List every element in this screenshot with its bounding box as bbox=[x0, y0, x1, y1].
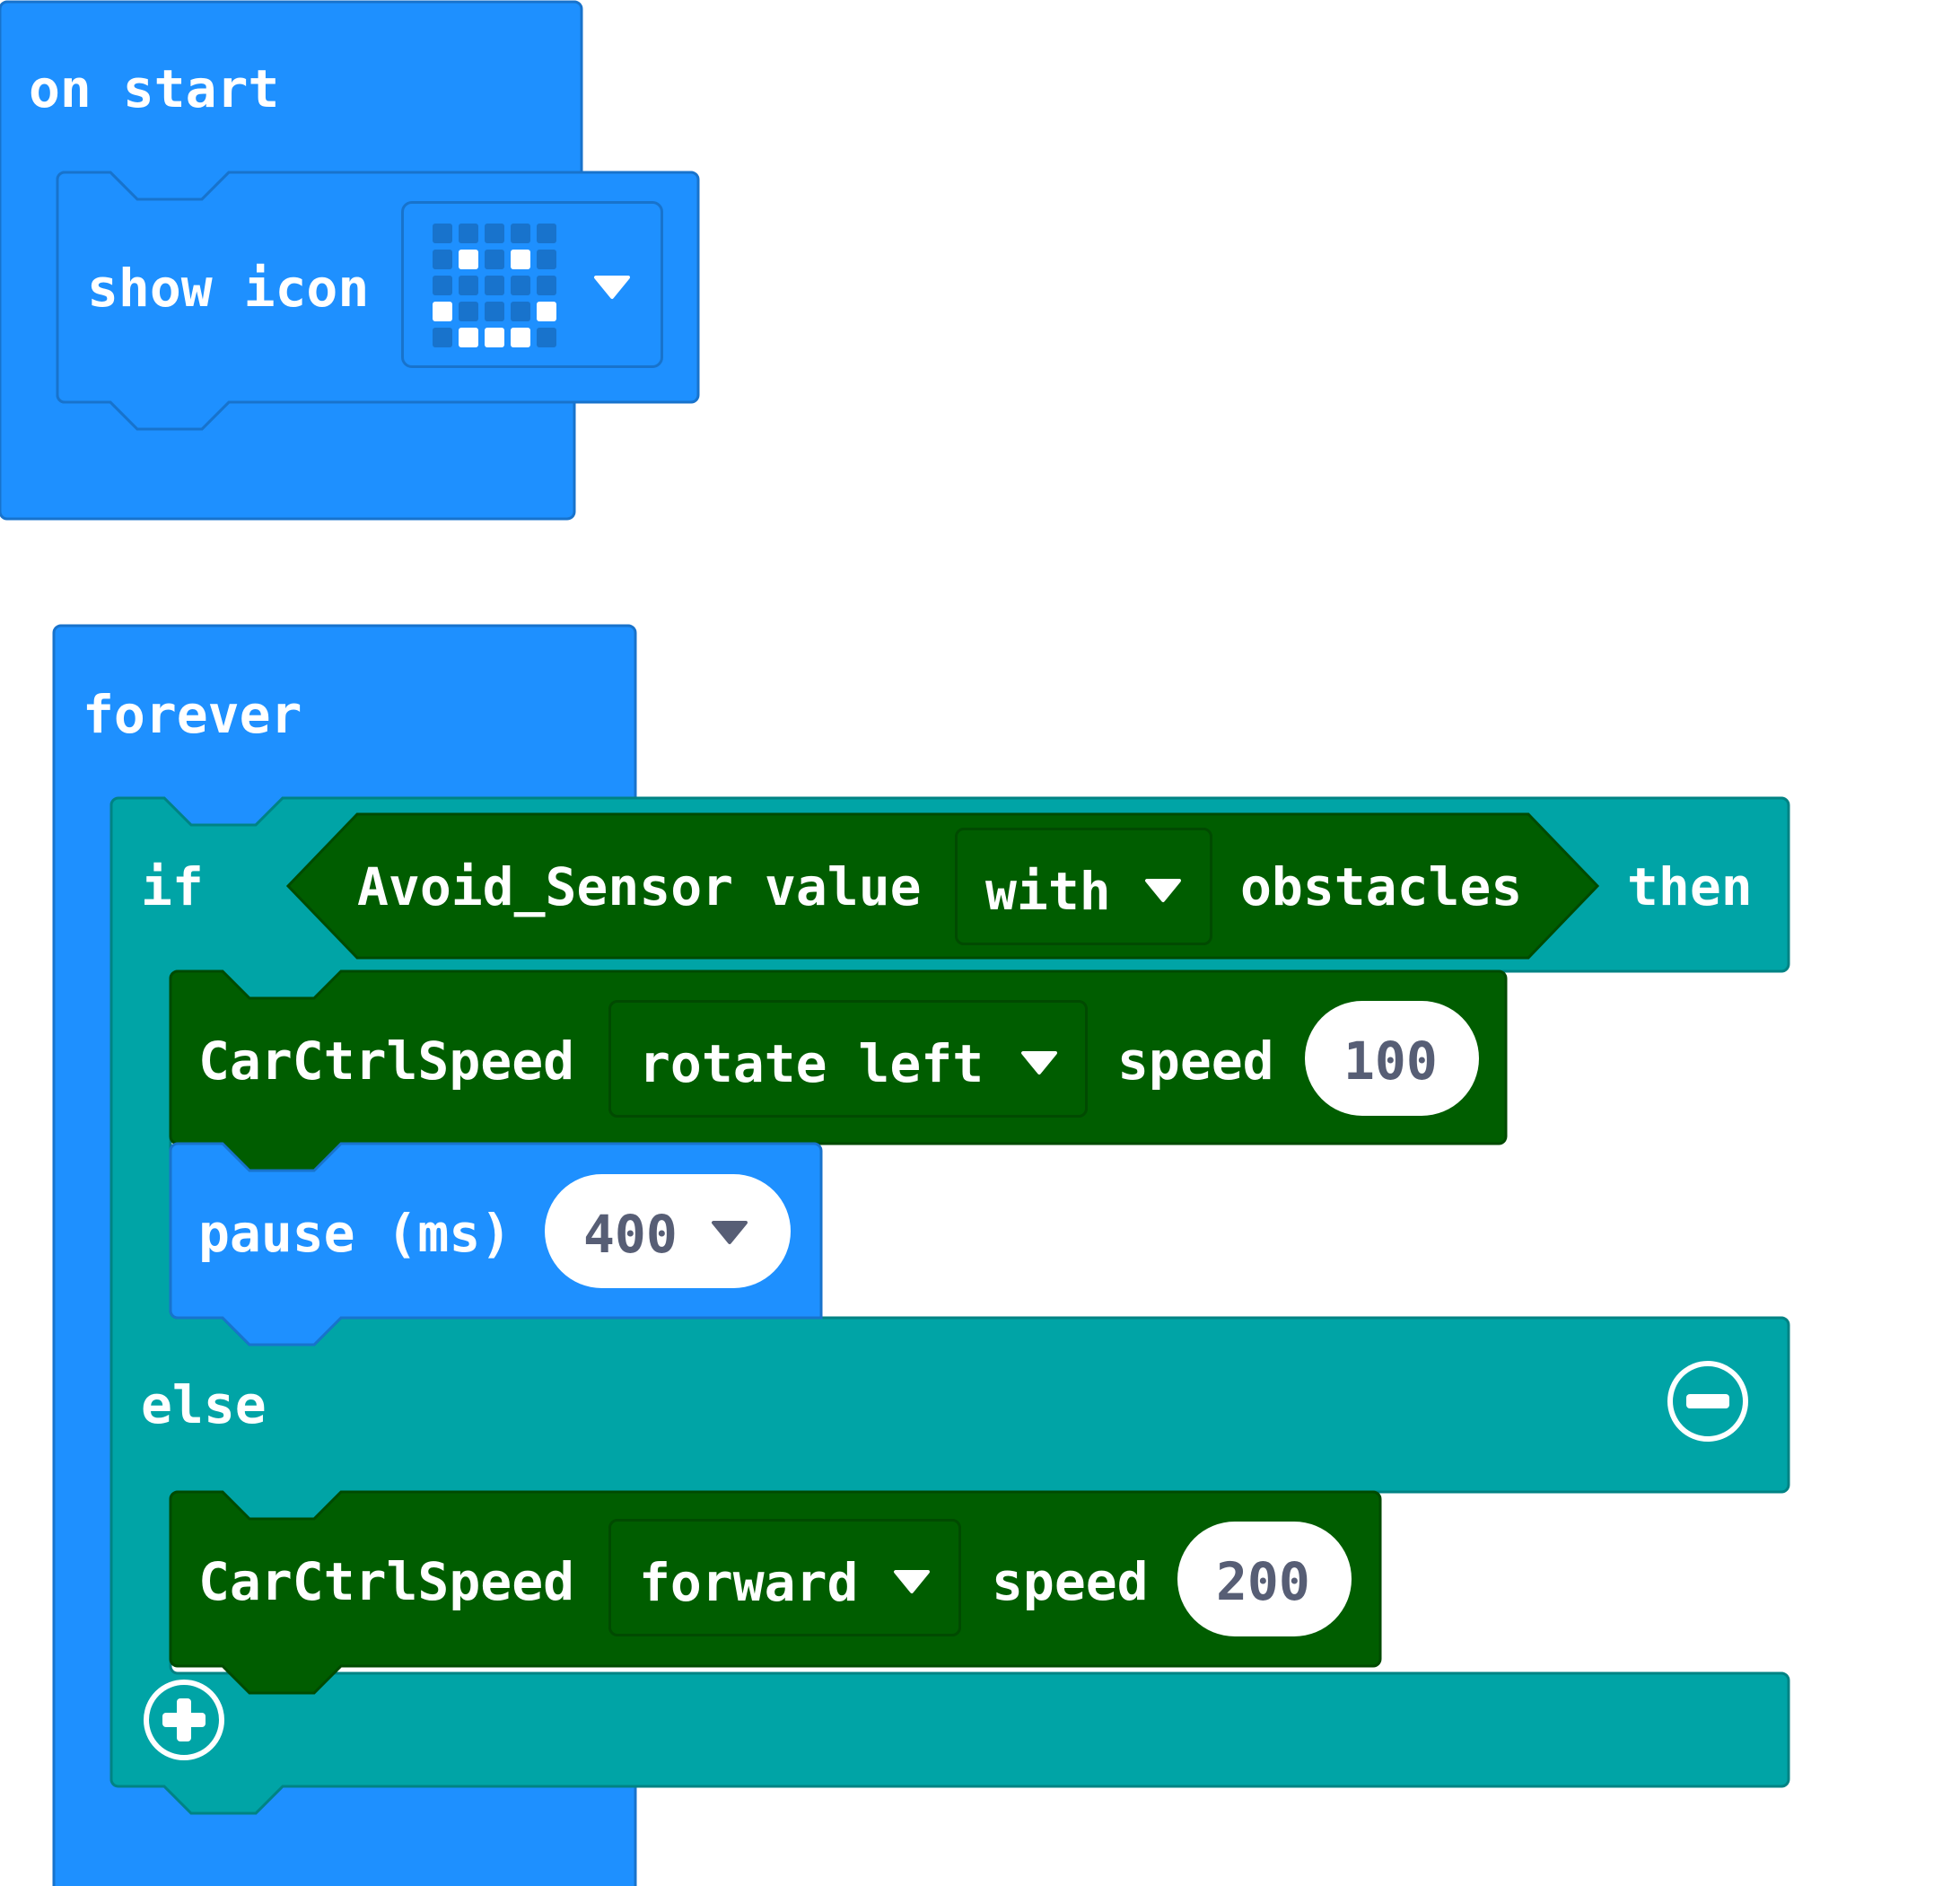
car-ctrl-speed-label: CarCtrlSpeed bbox=[198, 1551, 575, 1612]
led-off bbox=[485, 224, 504, 243]
plus-circle-icon[interactable] bbox=[143, 1679, 225, 1761]
forever-label: forever bbox=[83, 684, 302, 745]
led-off bbox=[433, 328, 452, 347]
car-ctrl-speed-block-shape bbox=[169, 1490, 1382, 1695]
led-off bbox=[459, 224, 478, 243]
chevron-down-icon bbox=[1145, 879, 1181, 902]
led-off bbox=[537, 224, 556, 243]
led-off bbox=[433, 250, 452, 269]
direction-value: forward bbox=[639, 1552, 859, 1613]
speed-input[interactable]: 100 bbox=[1305, 1001, 1479, 1116]
speed-label: speed bbox=[992, 1551, 1149, 1612]
led-on bbox=[433, 302, 452, 321]
led-off bbox=[433, 224, 452, 243]
icon-picker-dropdown[interactable] bbox=[401, 201, 663, 368]
chevron-down-icon bbox=[712, 1221, 748, 1244]
then-label: then bbox=[1627, 856, 1753, 917]
led-off bbox=[537, 328, 556, 347]
led-on bbox=[485, 328, 504, 347]
led-off bbox=[511, 224, 530, 243]
led-on bbox=[537, 302, 556, 321]
chevron-down-icon bbox=[894, 1570, 930, 1593]
led-off bbox=[459, 302, 478, 321]
led-off bbox=[485, 302, 504, 321]
direction-value: rotate left bbox=[639, 1033, 984, 1094]
speed-value: 100 bbox=[1343, 1031, 1438, 1092]
led-off bbox=[433, 276, 452, 295]
speed-input[interactable]: 200 bbox=[1177, 1522, 1352, 1636]
pause-duration-value: 400 bbox=[583, 1204, 678, 1265]
led-off bbox=[511, 302, 530, 321]
condition-prefix-label: Avoid_Sensor value bbox=[357, 856, 922, 917]
chevron-down-icon bbox=[1021, 1051, 1057, 1075]
condition-block-shape bbox=[285, 812, 1600, 960]
led-on bbox=[459, 250, 478, 269]
led-off bbox=[459, 276, 478, 295]
chevron-down-icon bbox=[594, 276, 630, 299]
speed-label: speed bbox=[1117, 1031, 1274, 1092]
led-off bbox=[537, 250, 556, 269]
led-on bbox=[459, 328, 478, 347]
minus-circle-icon[interactable] bbox=[1667, 1360, 1749, 1443]
if-label: if bbox=[141, 856, 204, 917]
led-off bbox=[485, 250, 504, 269]
speed-value: 200 bbox=[1216, 1551, 1310, 1612]
led-on bbox=[511, 250, 530, 269]
condition-suffix-label: obstacles bbox=[1240, 856, 1523, 917]
else-label: else bbox=[141, 1374, 267, 1435]
pause-label: pause (ms) bbox=[198, 1203, 512, 1264]
led-on bbox=[511, 328, 530, 347]
obstacle-mode-dropdown[interactable]: with bbox=[955, 828, 1212, 945]
obstacle-mode-value: with bbox=[985, 861, 1111, 922]
pause-duration-dropdown[interactable]: 400 bbox=[545, 1174, 791, 1288]
happy-face-icon bbox=[433, 224, 556, 347]
direction-dropdown[interactable]: rotate left bbox=[608, 1000, 1088, 1118]
show-icon-label: show icon bbox=[87, 258, 370, 319]
led-off bbox=[511, 276, 530, 295]
led-off bbox=[485, 276, 504, 295]
direction-dropdown[interactable]: forward bbox=[608, 1519, 961, 1636]
car-ctrl-speed-label: CarCtrlSpeed bbox=[198, 1031, 575, 1092]
led-off bbox=[537, 276, 556, 295]
on-start-label: on start bbox=[29, 58, 280, 119]
